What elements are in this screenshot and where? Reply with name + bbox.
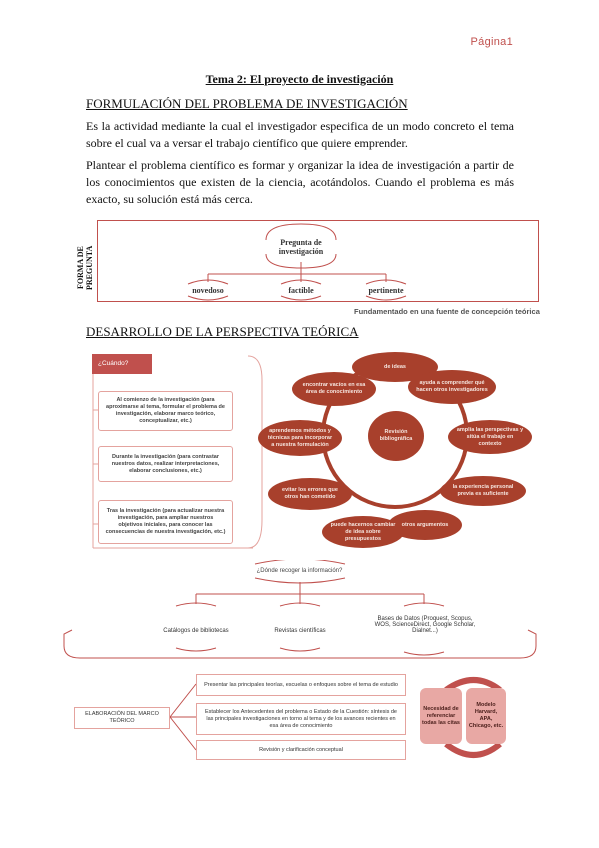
figure2-cycle-node-6: puede hacernos cambiar de idea sobre pre… xyxy=(322,516,404,548)
figure1-connectors xyxy=(187,223,407,301)
figure4-root-box: ELABORACIÓN DEL MARCO TEÓRICO xyxy=(74,707,170,729)
figure2-left-item-3: Tras la investigación (para actualizar n… xyxy=(98,500,233,544)
figure4-item-3: Revisión y clarificación conceptual xyxy=(196,740,406,760)
paragraph-1: Es la actividad mediante la cual el inve… xyxy=(86,119,514,150)
figure2-cycle-node-1: de ideas xyxy=(352,352,438,382)
figure1-node-novedoso: novedoso xyxy=(192,286,224,295)
figure1-node-pertinente: pertinente xyxy=(368,286,404,295)
figure1-caption: Fundamentado en una fuente de concepción… xyxy=(354,307,540,316)
paragraph-2: Plantear el problema científico es forma… xyxy=(86,158,514,206)
figure-problem-question: FORMA DE PREGUNTA Pregunta de investigac… xyxy=(76,214,566,324)
section-heading-perspectiva: DESARROLLO DE LA PERSPECTIVA TEÓRICA xyxy=(86,324,359,339)
figure1-center-node: Pregunta de investigación xyxy=(278,238,324,256)
figure2-cycle-node-9: encontrar vacíos en esa área de conocimi… xyxy=(292,372,376,406)
document-title: Tema 2: El proyecto de investigación xyxy=(205,72,394,86)
section-heading-formulacion: FORMULACIÓN DEL PROBLEMA DE INVESTIGACIÓ… xyxy=(86,96,408,111)
figure3-source-databases: Bases de Datos (Proquest, Scopus, WOS, S… xyxy=(374,616,476,634)
figure-information-sources: ¿Dónde recoger la información? Catálogos… xyxy=(0,560,599,670)
figure2-left-item-1: Al comienzo de la investigación (para ap… xyxy=(98,391,233,431)
figure2-cycle-node-2: ayuda a comprender qué hacen otros inves… xyxy=(408,370,496,404)
figure2-cycle-node-3: amplía las perspectivas y sitúa el traba… xyxy=(448,420,532,454)
figure4-lines xyxy=(169,677,502,758)
page-number: Página1 xyxy=(470,36,513,48)
figure3-lines xyxy=(63,560,537,659)
figure3-source-catalogs: Catálogos de bibliotecas xyxy=(163,628,229,634)
figure-theoretical-framework: ELABORACIÓN DEL MARCO TEÓRICO Presentar … xyxy=(0,670,599,780)
figure2-cycle-node-8: aprendemos métodos y técnicas para incor… xyxy=(258,420,342,456)
figure2-when-tag: ¿Cuándo? xyxy=(92,354,152,374)
figure3-question: ¿Dónde recoger la información? xyxy=(256,568,343,574)
figure3-source-journals: Revistas científicas xyxy=(274,628,326,634)
figure4-cycle-right: Modelo Harvard, APA, Chicago, etc. xyxy=(466,688,506,744)
figure4-item-1: Presentar las principales teorías, escue… xyxy=(196,674,406,696)
figure2-lines xyxy=(92,355,469,549)
figure2-cycle-node-7: evitar los errores que otros han cometid… xyxy=(268,478,352,510)
figure-literature-review: ¿Cuándo? Al comienzo de la investigación… xyxy=(92,352,532,549)
figure1-node-factible: factible xyxy=(288,286,314,295)
figure1-frame xyxy=(97,220,539,302)
figure2-left-item-2: Durante la investigación (para contrasta… xyxy=(98,446,233,482)
figure4-cycle-left: Necesidad de referenciar todas las citas xyxy=(420,688,462,744)
figure2-cycle-node-4: la experiencia personal previa es sufici… xyxy=(440,476,526,506)
figure4-item-2: Establecer los Antecedentes del problema… xyxy=(196,703,406,735)
figure2-center-node: Revisión bibliográfica xyxy=(368,411,424,461)
